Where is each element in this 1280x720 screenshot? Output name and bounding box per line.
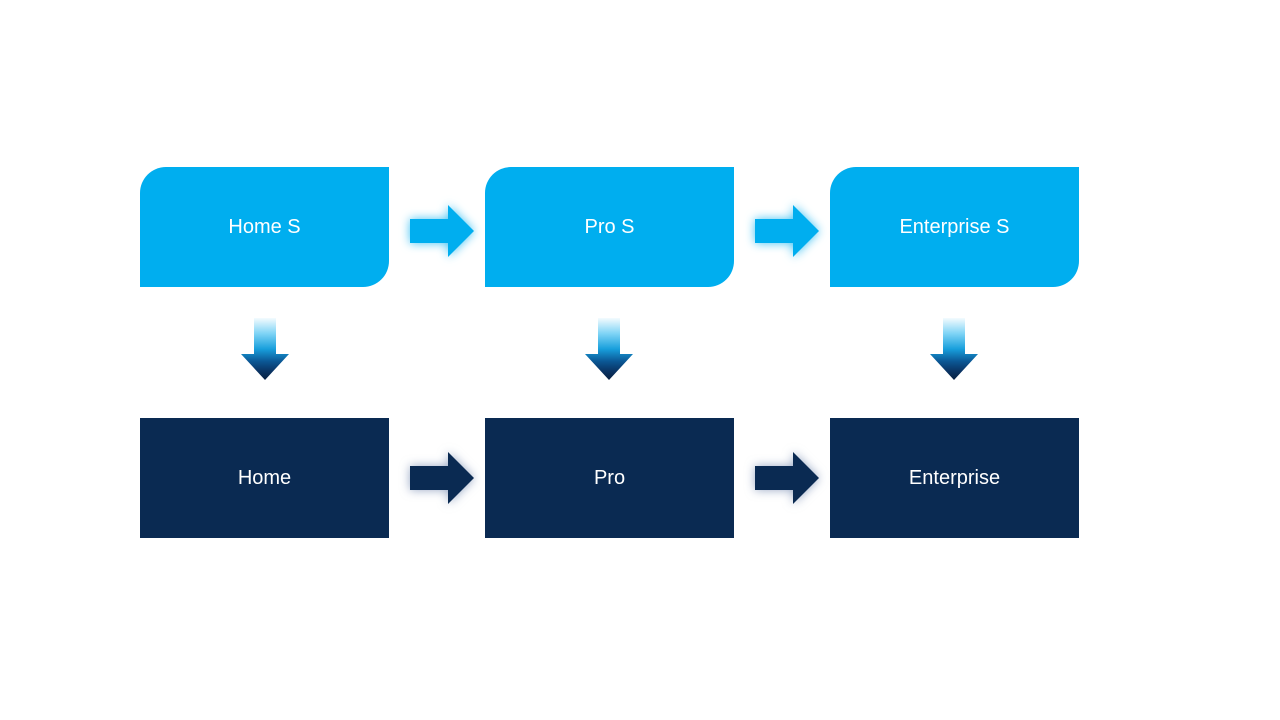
process-box-enterprise-s: Enterprise S (830, 167, 1079, 287)
down-arrow-icon (241, 318, 289, 380)
box-label: Pro (593, 467, 626, 489)
box-label: Home (237, 467, 292, 489)
right-arrow-icon (410, 205, 474, 257)
process-box-enterprise: Enterprise (830, 418, 1079, 538)
box-label: Pro S (584, 216, 635, 238)
process-box-pro: Pro (485, 418, 734, 538)
box-label: Enterprise (908, 467, 1001, 489)
down-arrow-icon (585, 318, 633, 380)
down-arrow-icon (930, 318, 978, 380)
right-arrow-icon (410, 452, 474, 504)
process-box-home: Home (140, 418, 389, 538)
process-box-home-s: Home S (140, 167, 389, 287)
box-label: Home S (228, 216, 301, 238)
right-arrow-icon (755, 205, 819, 257)
box-label: Enterprise S (899, 216, 1010, 238)
process-box-pro-s: Pro S (485, 167, 734, 287)
right-arrow-icon (755, 452, 819, 504)
